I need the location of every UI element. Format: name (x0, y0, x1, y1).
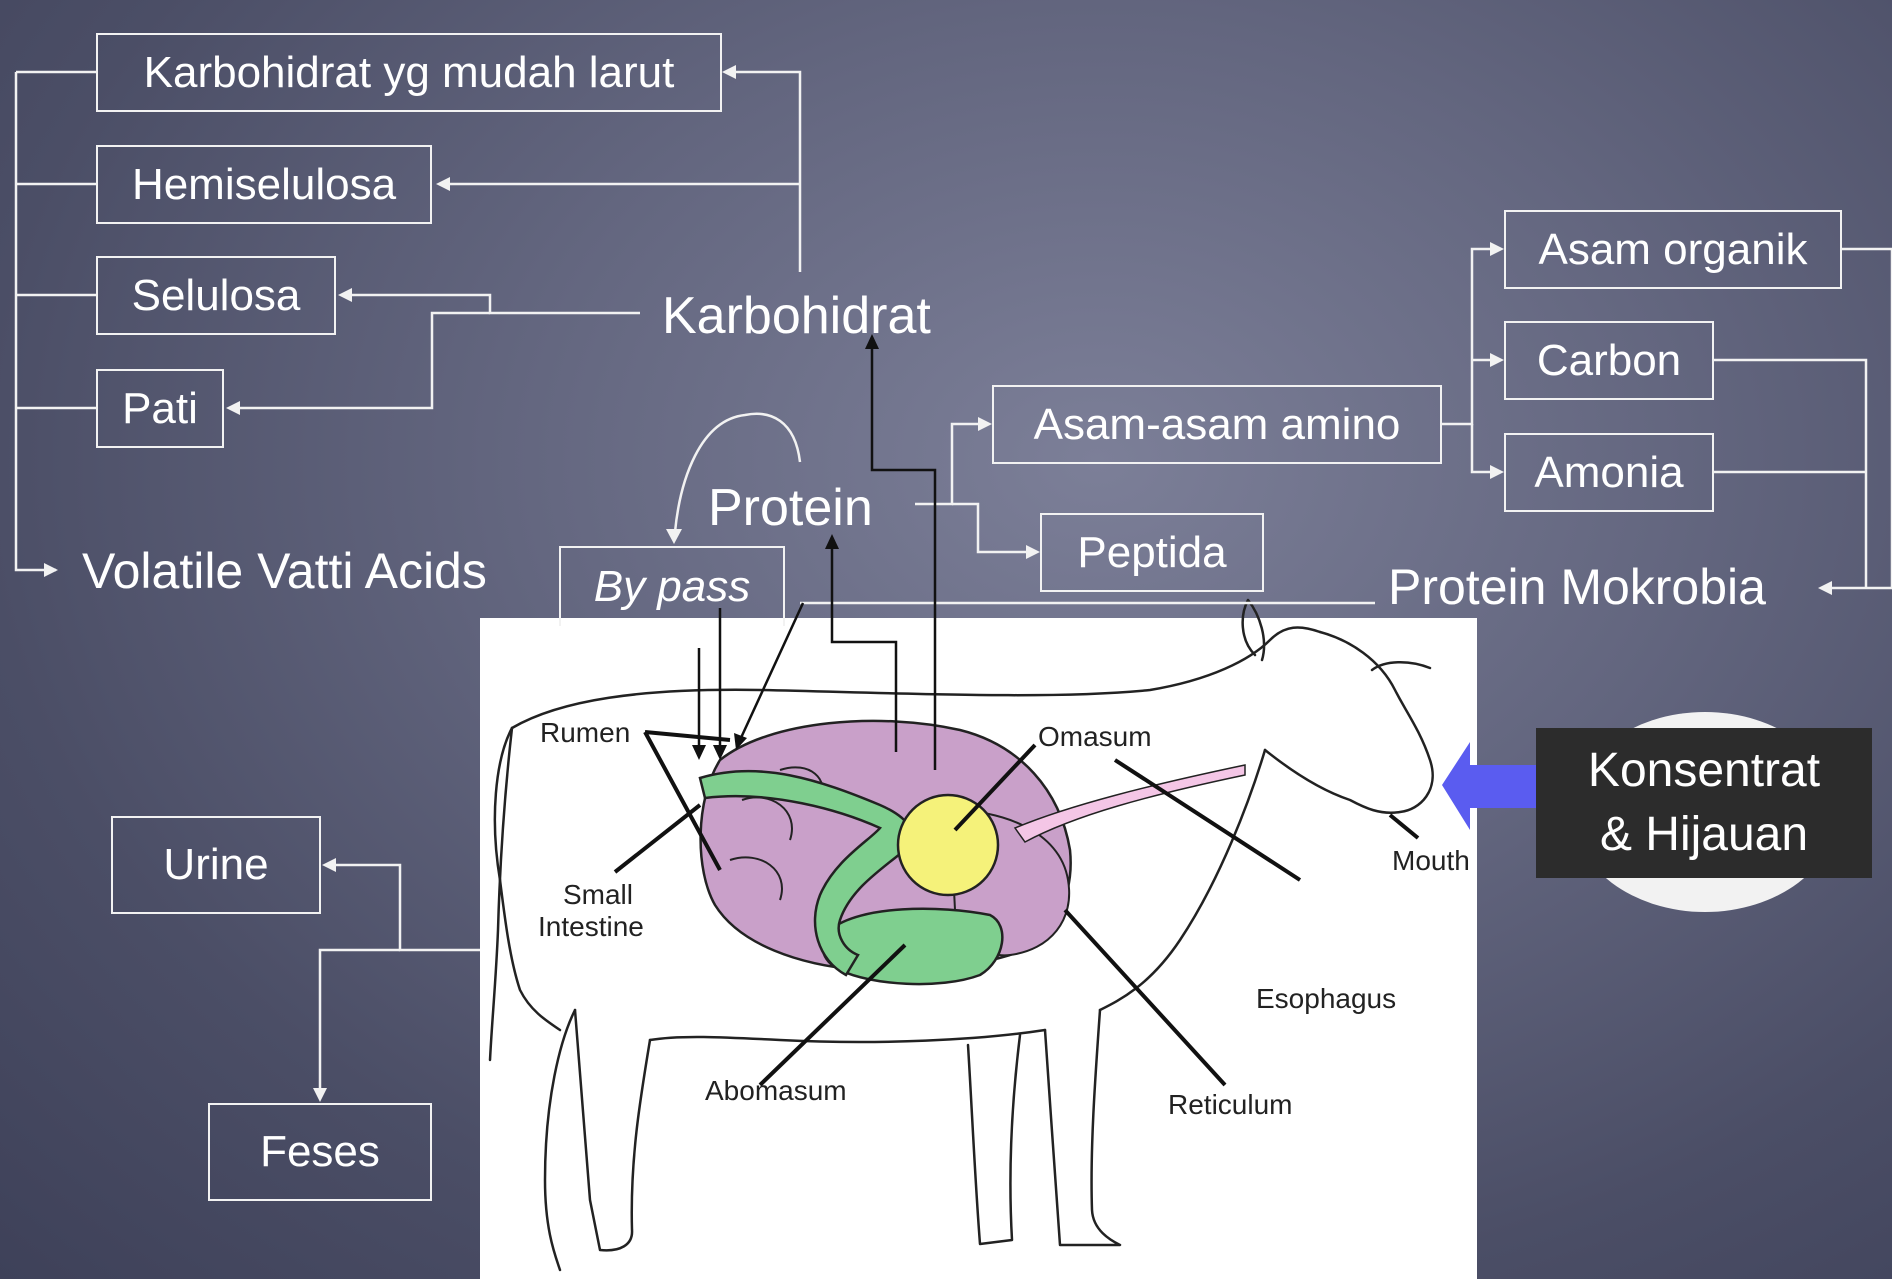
input-line-2: & Hijauan (1600, 803, 1808, 867)
label-rumen: Rumen (540, 718, 630, 747)
node-hemiselulosa: Hemiselulosa (96, 145, 432, 224)
node-label: Feses (260, 1127, 380, 1177)
node-bypass: By pass (559, 546, 785, 626)
node-konsentrat-hijauan: Konsentrat & Hijauan (1536, 728, 1872, 878)
node-peptida: Peptida (1040, 513, 1264, 592)
input-line-1: Konsentrat (1588, 739, 1820, 803)
node-amonia: Amonia (1504, 433, 1714, 512)
node-karbohidrat: Karbohidrat (662, 290, 931, 342)
omasum-organ (898, 795, 998, 895)
node-label: Selulosa (132, 271, 301, 321)
node-pati: Pati (96, 369, 224, 448)
label-omasum: Omasum (1038, 722, 1152, 751)
node-label: Carbon (1537, 336, 1681, 386)
node-label: Asam-asam amino (1034, 400, 1401, 450)
label-mouth: Mouth (1392, 846, 1470, 875)
node-selulosa: Selulosa (96, 256, 336, 335)
label-reticulum: Reticulum (1168, 1090, 1292, 1119)
node-label: Pati (122, 384, 198, 434)
node-karbohidrat-mudah-larut: Karbohidrat yg mudah larut (96, 33, 722, 112)
node-volatile-fatty-acids: Volatile Vatti Acids (82, 546, 487, 596)
label-small-intestine-line2: Intestine (538, 912, 644, 941)
node-label: Peptida (1077, 528, 1226, 578)
node-label: Karbohidrat yg mudah larut (144, 48, 675, 98)
node-label: Amonia (1534, 448, 1683, 498)
abomasum-organ (823, 909, 1003, 984)
node-asam-amino: Asam-asam amino (992, 385, 1442, 464)
label-esophagus: Esophagus (1256, 984, 1396, 1013)
node-label: By pass (594, 562, 751, 612)
node-feses: Feses (208, 1103, 432, 1201)
label-small-intestine-line1: Small (558, 880, 638, 909)
node-protein-mikrobia: Protein Mokrobia (1388, 562, 1766, 612)
node-label: Asam organik (1538, 225, 1807, 275)
node-asam-organik: Asam organik (1504, 210, 1842, 289)
label-abomasum: Abomasum (705, 1076, 847, 1105)
node-label: Urine (163, 840, 268, 890)
node-urine: Urine (111, 816, 321, 914)
node-carbon: Carbon (1504, 321, 1714, 400)
node-label: Hemiselulosa (132, 160, 396, 210)
node-protein: Protein (708, 482, 873, 534)
